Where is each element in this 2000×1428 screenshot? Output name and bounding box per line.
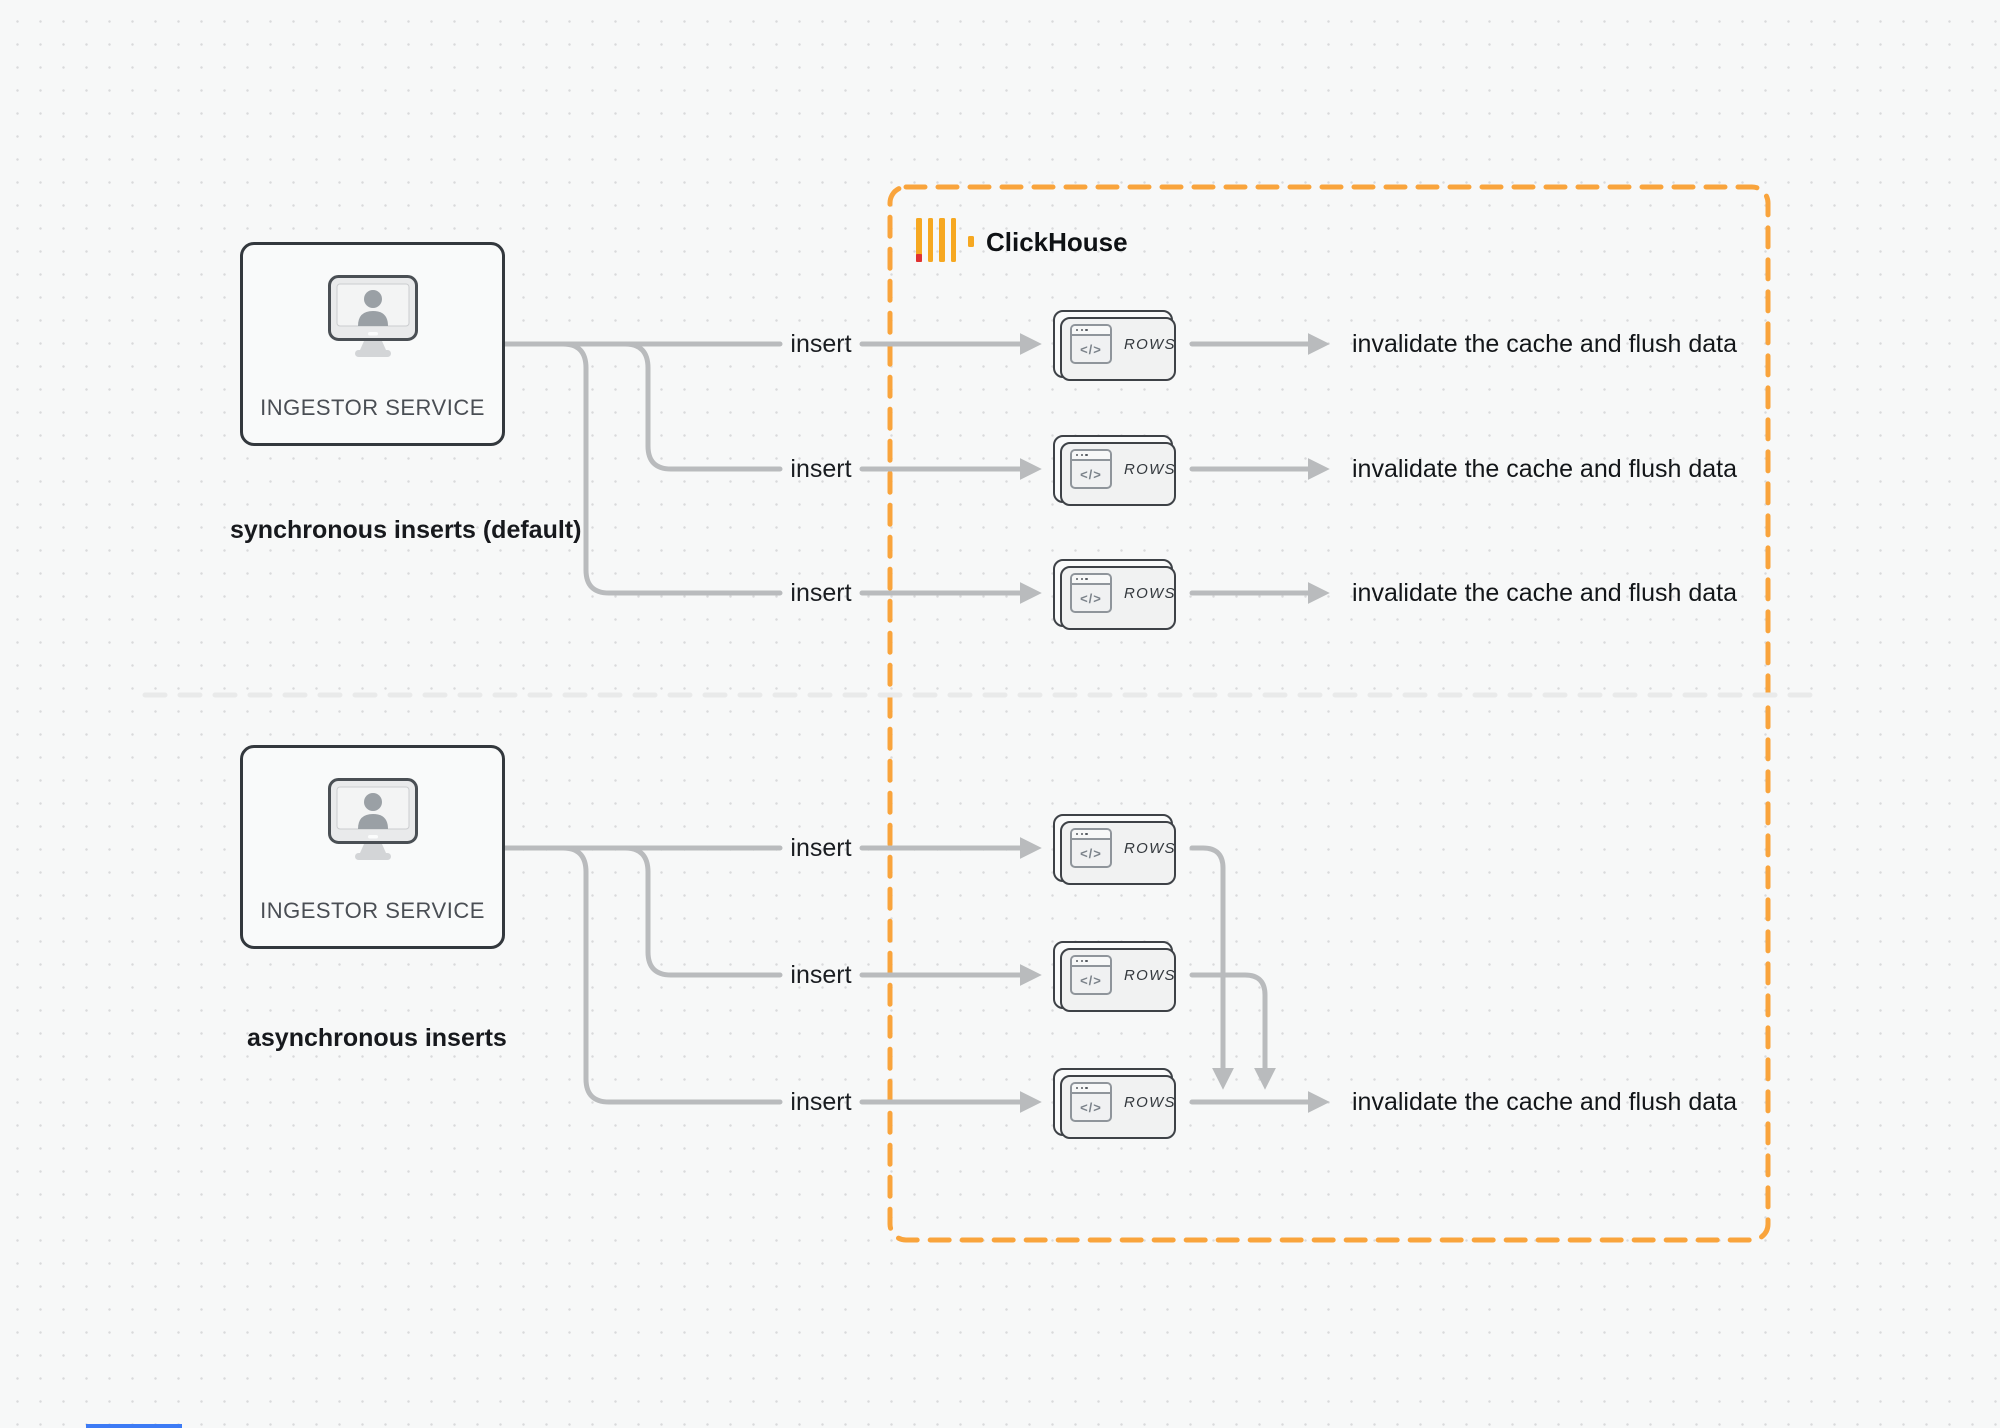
monitor-user-icon: [327, 275, 418, 357]
sync-rows-card-2: </> ROWS: [1053, 435, 1176, 506]
browser-code-icon: </>: [1070, 955, 1112, 995]
rows-label: ROWS: [1124, 1093, 1176, 1111]
async-insert-label-1: insert: [790, 834, 852, 862]
sync-result-label-3: invalidate the cache and flush data: [1352, 579, 1737, 607]
async-branch3-wire: [560, 845, 783, 1105]
sync-result-label-1: invalidate the cache and flush data: [1352, 330, 1737, 358]
sync-result-label-2: invalidate the cache and flush data: [1352, 455, 1737, 483]
browser-code-icon: </>: [1070, 573, 1112, 613]
service-label: INGESTOR SERVICE: [260, 898, 485, 923]
monitor-user-icon: [327, 778, 418, 860]
async-insert-label-2: insert: [790, 961, 852, 989]
async-insert-label-3: insert: [790, 1088, 852, 1116]
browser-code-icon: </>: [1070, 1082, 1112, 1122]
sync-rows-card-3: </> ROWS: [1053, 559, 1176, 630]
code-glyph: </>: [1080, 1099, 1102, 1115]
sync-rows-card-1: </> ROWS: [1053, 310, 1176, 381]
bottom-blue-strip: [86, 1424, 182, 1428]
code-glyph: </>: [1080, 845, 1102, 861]
async-result-label: invalidate the cache and flush data: [1352, 1088, 1737, 1116]
sync-branch2-wire: [622, 341, 783, 472]
code-glyph: </>: [1080, 466, 1102, 482]
clickhouse-boundary: [887, 184, 1771, 1243]
browser-code-icon: </>: [1070, 449, 1112, 489]
clickhouse-brand-label: ClickHouse: [986, 227, 1128, 257]
code-glyph: </>: [1080, 341, 1102, 357]
browser-code-icon: </>: [1070, 828, 1112, 868]
sync-ingestor-service-box: INGESTOR SERVICE: [240, 242, 505, 446]
async-rows-card-3: </> ROWS: [1053, 1068, 1176, 1139]
code-glyph: </>: [1080, 590, 1102, 606]
async-rows-card-1: </> ROWS: [1053, 814, 1176, 885]
rows-label: ROWS: [1124, 460, 1176, 478]
rows-label: ROWS: [1124, 335, 1176, 353]
async-ingestor-service-box: INGESTOR SERVICE: [240, 745, 505, 949]
code-glyph: </>: [1080, 972, 1102, 988]
sync-insert-label-3: insert: [790, 579, 852, 607]
rows-label: ROWS: [1124, 966, 1176, 984]
service-label: INGESTOR SERVICE: [260, 395, 485, 420]
sync-caption: synchronous inserts (default): [230, 516, 582, 544]
rows-label: ROWS: [1124, 839, 1176, 857]
async-branch2-wire: [622, 845, 783, 978]
browser-code-icon: </>: [1070, 324, 1112, 364]
sync-branch3-wire: [560, 341, 783, 596]
async-rows-card-2: </> ROWS: [1053, 941, 1176, 1012]
async-flush-merge-arrow-2: [1189, 972, 1277, 1090]
async-flush-merge-arrow-1: [1189, 845, 1235, 1090]
rows-label: ROWS: [1124, 584, 1176, 602]
sync-insert-label-2: insert: [790, 455, 852, 483]
clickhouse-logo-icon: [916, 218, 978, 264]
async-caption: asynchronous inserts: [247, 1024, 507, 1052]
sync-insert-label-1: insert: [790, 330, 852, 358]
